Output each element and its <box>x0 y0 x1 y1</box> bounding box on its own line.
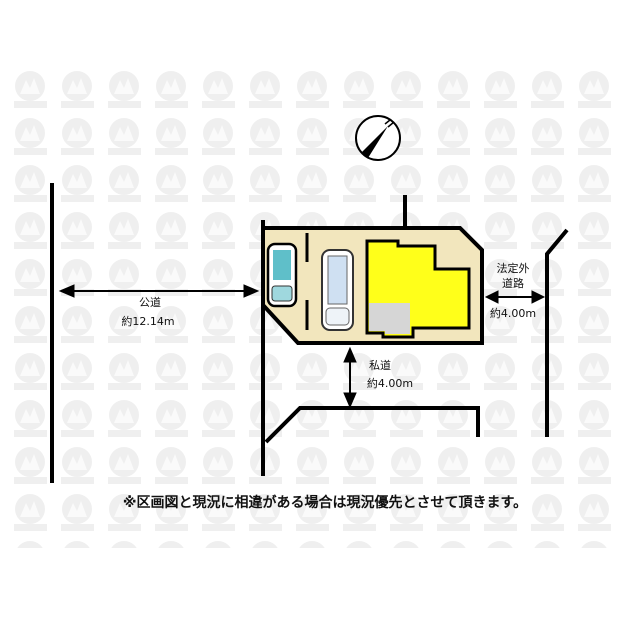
public-road-dimension-arrow <box>58 284 260 298</box>
north-arrow-icon <box>355 115 401 161</box>
public-road-label: 公道 <box>139 295 161 309</box>
private-road-edge <box>264 406 480 444</box>
outside-road-label-line1: 法定外 <box>497 261 530 275</box>
garage-area <box>369 303 410 334</box>
outside-road-width: 約4.00m <box>490 306 536 320</box>
disclaimer-note: ※区画図と現況に相違がある場合は現況優先とさせて頂きます。 <box>123 494 527 511</box>
outside-road-edge <box>545 228 569 437</box>
car-icon <box>266 242 298 308</box>
private-road-width: 約4.00m <box>367 376 413 390</box>
outside-road-dimension-arrow <box>484 290 546 304</box>
public-road-width: 約12.14m <box>121 314 174 328</box>
car-icon <box>321 249 354 331</box>
private-road-label: 私道 <box>369 358 391 372</box>
outside-road-label-line2: 道路 <box>502 276 524 290</box>
private-road-dimension-arrow <box>343 346 357 409</box>
